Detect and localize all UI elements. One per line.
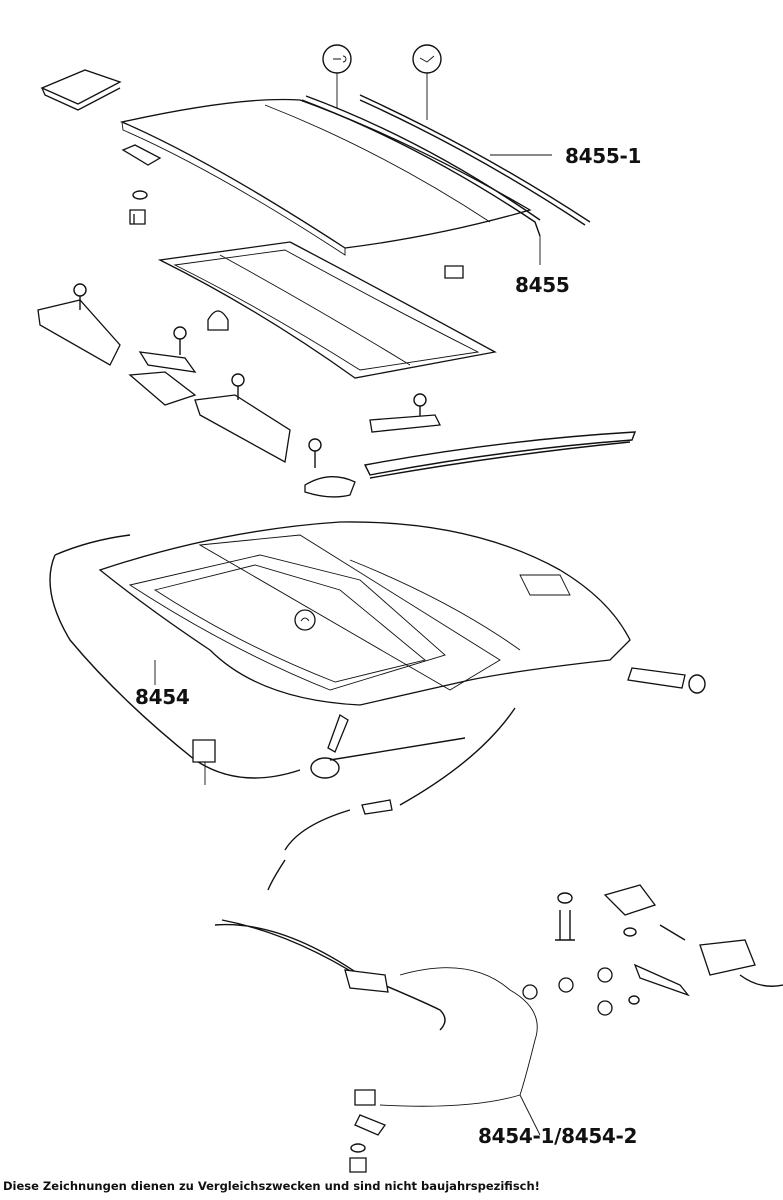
drain-hose bbox=[267, 707, 516, 891]
detail-callout-1 bbox=[322, 44, 352, 108]
washer bbox=[132, 190, 148, 200]
ring bbox=[688, 674, 706, 694]
plate bbox=[369, 414, 442, 433]
drive-bracket bbox=[344, 969, 389, 993]
drain-ring bbox=[310, 757, 340, 779]
part-label-8454-1-8454-2: 8454-1/8454-2 bbox=[478, 1124, 638, 1148]
part-label-8455: 8455 bbox=[515, 273, 570, 297]
tube-2 bbox=[327, 714, 349, 753]
bracket-u bbox=[207, 310, 229, 331]
part-label-8454: 8454 bbox=[135, 685, 190, 709]
sunroof-glass-panel bbox=[119, 98, 532, 256]
bolt-bottom bbox=[349, 1157, 367, 1173]
parts-bag bbox=[40, 69, 122, 111]
drive-cable bbox=[214, 919, 446, 1031]
roof-frame-8454 bbox=[49, 521, 631, 779]
guide-rail-mid bbox=[128, 351, 197, 406]
clip bbox=[444, 265, 464, 279]
seal-8455-1 bbox=[359, 94, 591, 226]
seal-8455 bbox=[301, 95, 541, 237]
bracket bbox=[121, 144, 162, 166]
washer-bottom bbox=[350, 1143, 366, 1153]
motor-assembly bbox=[522, 884, 783, 1016]
hinge-parts bbox=[354, 1089, 387, 1136]
sunroof-frame bbox=[157, 241, 497, 379]
bolt bbox=[129, 209, 146, 225]
footer-note: Diese Zeichnungen dienen zu Vergleichszw… bbox=[3, 1179, 540, 1193]
part-label-8455-1: 8455-1 bbox=[565, 144, 642, 168]
guide-rail-left bbox=[37, 299, 121, 366]
screws bbox=[73, 283, 427, 468]
outline-panel bbox=[379, 967, 538, 1107]
guide-rail-long bbox=[363, 431, 637, 479]
cover-segment bbox=[304, 476, 356, 498]
detail-callout-2 bbox=[412, 44, 442, 120]
tube bbox=[627, 667, 686, 689]
hose-connector bbox=[361, 799, 393, 815]
switch bbox=[192, 739, 216, 763]
seal-strip bbox=[329, 737, 466, 761]
guide-rail-right bbox=[194, 394, 291, 464]
